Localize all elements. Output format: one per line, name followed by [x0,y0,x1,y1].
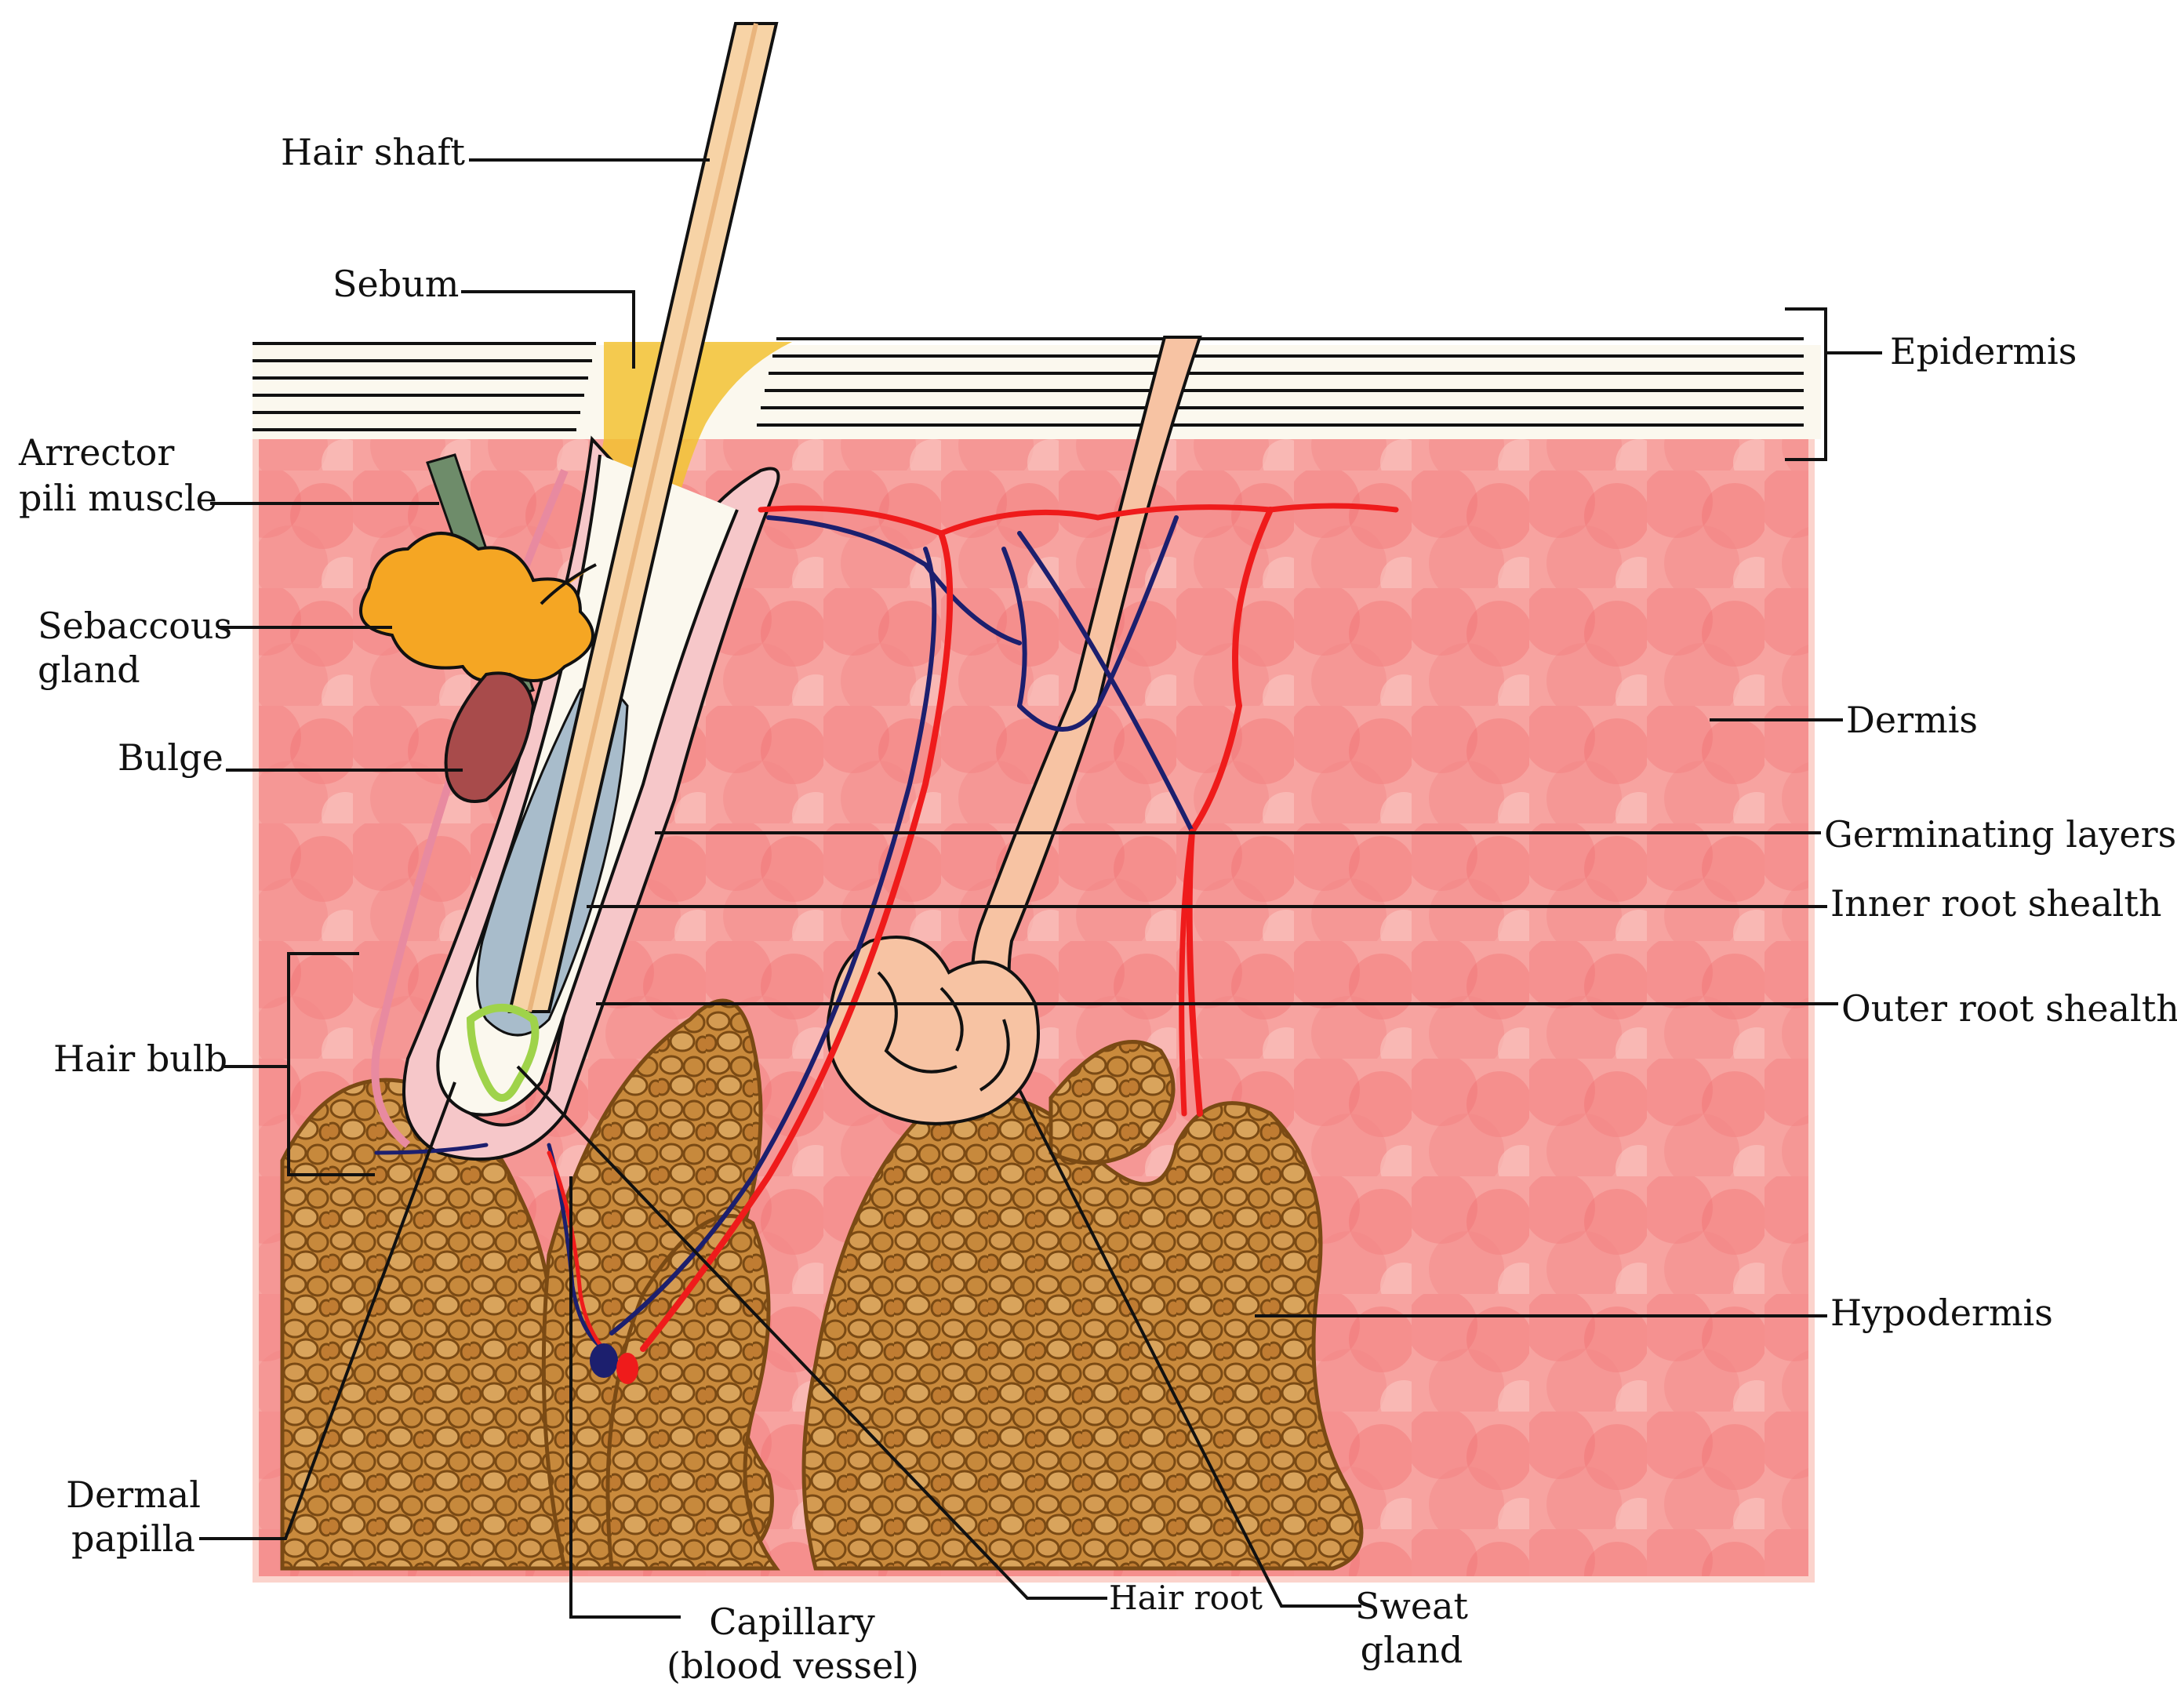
label-capillary: Capillary (blood vessel) [667,1600,918,1688]
label-dermis: Dermis [1846,698,1978,742]
label-outer-root-sheath: Outer root shealth [1841,987,2177,1030]
label-sebaceous-gland: Sebaccous gland [38,604,232,692]
label-epidermis: Epidermis [1890,329,2077,373]
label-bulge: Bulge [118,736,224,780]
label-hair-bulb: Hair bulb [53,1037,227,1081]
label-hair-shaft: Hair shaft [281,130,465,174]
label-germinating-layers: Germinating layers [1824,812,2176,856]
label-arrector-pili-muscle: Arrector pili muscle [19,430,217,521]
label-hair-root: Hair root [1109,1576,1263,1620]
label-hypodermis: Hypodermis [1830,1291,2053,1335]
label-inner-root-sheath: Inner root shealth [1830,881,2161,925]
label-sebum: Sebum [333,262,459,306]
label-dermal-papilla: Dermal papilla [55,1473,212,1561]
label-sweat-gland: Sweat gland [1349,1584,1474,1672]
epidermis-layers [253,339,1821,439]
